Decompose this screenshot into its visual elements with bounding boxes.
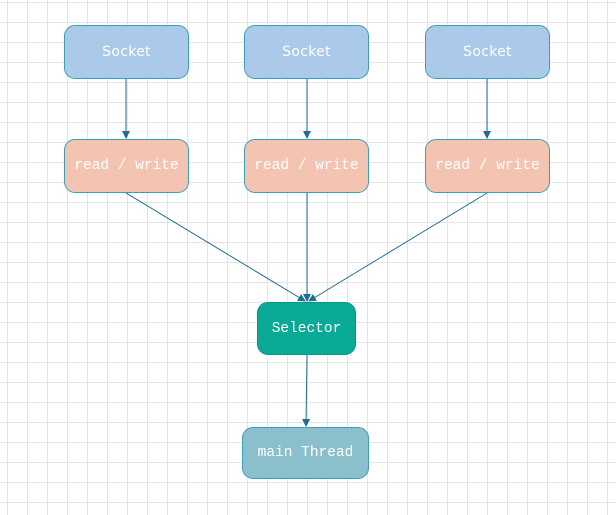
socket-node-3: Socket [425, 25, 550, 79]
selector-node: Selector [257, 302, 356, 355]
main-thread-node: main Thread [242, 427, 369, 479]
edge-rw-3-to-selector [308, 192, 488, 302]
edge-selector-to-main-thread [302, 354, 311, 427]
read-write-node-1: read / write [64, 139, 189, 193]
read-write-node-2: read / write [244, 139, 369, 193]
edge-rw-1-to-selector [125, 192, 306, 302]
socket-node-1: Socket [64, 25, 189, 79]
socket-node-2: Socket [244, 25, 369, 79]
read-write-node-3: read / write [425, 139, 550, 193]
